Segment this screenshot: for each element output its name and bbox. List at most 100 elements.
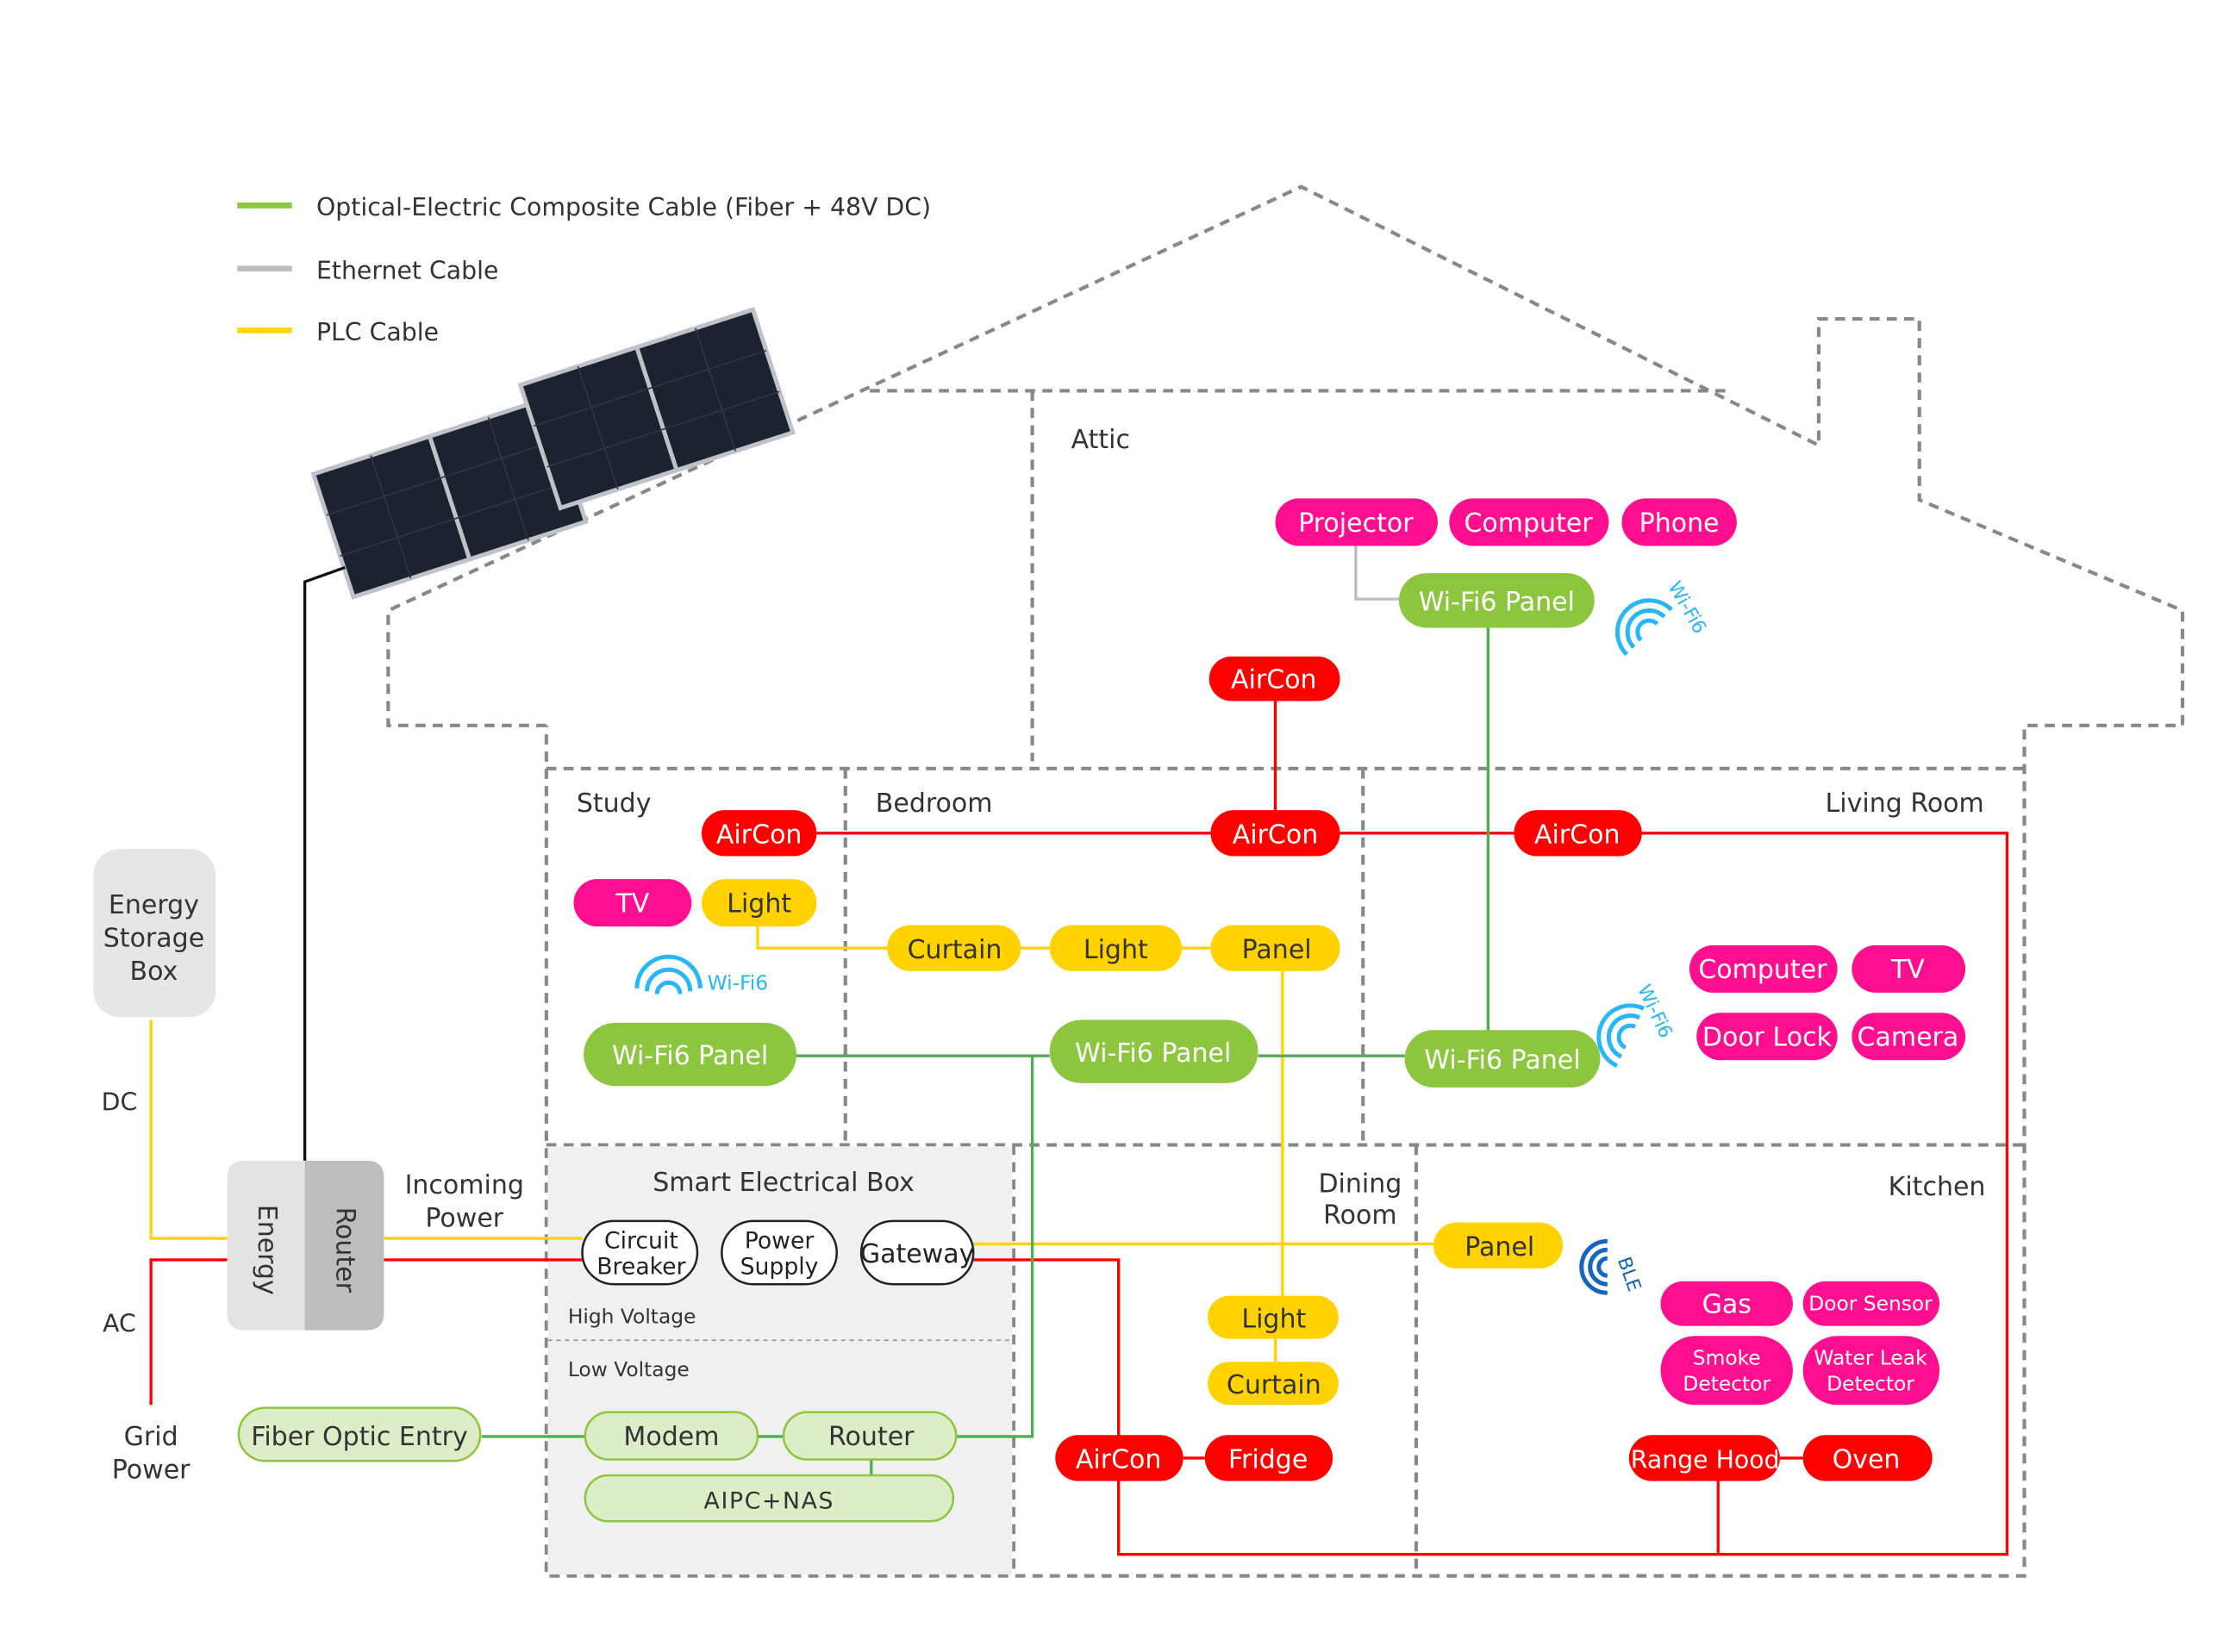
low-voltage-label: Low Voltage <box>568 1357 690 1381</box>
kitchen-oven[interactable]: Oven <box>1802 1435 1933 1481</box>
svg-text:Light: Light <box>1241 1304 1306 1334</box>
study-wifi-panel[interactable]: Wi-Fi6 Panel <box>584 1022 797 1087</box>
gateway[interactable]: Gateway <box>859 1219 975 1286</box>
attic-computer[interactable]: Computer <box>1449 498 1609 546</box>
study-aircon[interactable]: AirCon <box>701 810 817 857</box>
living-tv[interactable]: TV <box>1852 944 1966 993</box>
study-tv[interactable]: TV <box>573 879 692 927</box>
room-label-living: Living Room <box>1826 789 1984 819</box>
room-label-study: Study <box>577 789 652 819</box>
room-label-electrical-box: Smart Electrical Box <box>653 1168 915 1198</box>
svg-text:TV: TV <box>1890 955 1925 985</box>
house-outline <box>386 184 2185 1578</box>
svg-text:Curtain: Curtain <box>908 935 1002 965</box>
svg-text:AirCon: AirCon <box>716 820 802 851</box>
legend: Optical-Electric Composite Cable (Fiber … <box>237 193 931 346</box>
bluetooth-signal-icon <box>1596 1256 1608 1278</box>
study-light-plc <box>756 926 888 950</box>
living-wifi-signal <box>1596 1003 1646 1069</box>
living-door-lock[interactable]: Door Lock <box>1696 1013 1838 1061</box>
modem-label: Modem <box>623 1422 719 1452</box>
router-composite <box>956 1056 1034 1438</box>
living-wifi-panel[interactable]: Wi-Fi6 Panel <box>1404 1030 1601 1088</box>
kitchen-range-hood[interactable]: Range Hood <box>1628 1435 1780 1481</box>
kitchen-gas[interactable]: Gas <box>1660 1281 1793 1326</box>
svg-text:TV: TV <box>615 889 649 920</box>
living-aircon[interactable]: AirCon <box>1514 810 1642 857</box>
box-router[interactable]: Router <box>782 1411 958 1461</box>
attic-wifi-panel[interactable]: Wi-Fi6 Panel <box>1398 573 1595 628</box>
dining-fridge[interactable]: Fridge <box>1204 1435 1333 1481</box>
dc-cable <box>149 1019 228 1240</box>
attic-wifi-signal <box>1614 598 1673 657</box>
svg-text:Wi-Fi6 Panel: Wi-Fi6 Panel <box>612 1041 768 1071</box>
bedroom-wifi-panel[interactable]: Wi-Fi6 Panel <box>1049 1019 1258 1083</box>
living-computer[interactable]: Computer <box>1689 944 1838 993</box>
living-wifi-label: Wi-Fi6 <box>1633 982 1676 1042</box>
bedroom-aircon[interactable]: AirCon <box>1210 810 1340 857</box>
kitchen-door-sensor[interactable]: Door Sensor <box>1802 1281 1940 1326</box>
study-wifi-signal <box>634 954 703 994</box>
router-module-label: Router <box>329 1207 359 1294</box>
svg-text:Door Sensor: Door Sensor <box>1808 1291 1933 1315</box>
aipc-nas-label: AIPC+NAS <box>704 1487 835 1514</box>
room-label-bedroom: Bedroom <box>876 789 993 819</box>
svg-text:Camera: Camera <box>1858 1023 1959 1053</box>
bedroom-panel[interactable]: Panel <box>1210 925 1340 971</box>
room-label-attic: Attic <box>1071 425 1130 455</box>
svg-text:Range Hood: Range Hood <box>1631 1446 1780 1474</box>
study-wifi-label: Wi-Fi6 <box>708 971 769 995</box>
attic-projector[interactable]: Projector <box>1275 498 1438 546</box>
dining-light[interactable]: Light <box>1208 1295 1339 1339</box>
study-light[interactable]: Light <box>701 879 817 927</box>
fiber-optic-entry-label: Fiber Optic Entry <box>251 1422 467 1452</box>
svg-text:Projector: Projector <box>1298 508 1414 539</box>
svg-text:Wi-Fi6 Panel: Wi-Fi6 Panel <box>1075 1038 1231 1069</box>
svg-text:AirCon: AirCon <box>1534 820 1621 851</box>
svg-text:Computer: Computer <box>1698 955 1827 985</box>
modem[interactable]: Modem <box>584 1411 759 1461</box>
solar-cable <box>303 565 346 1161</box>
room-label-kitchen: Kitchen <box>1889 1172 1986 1202</box>
energy-module <box>227 1160 305 1331</box>
router-module <box>304 1160 384 1331</box>
bedroom-curtain[interactable]: Curtain <box>887 925 1021 971</box>
svg-text:Light: Light <box>727 889 791 920</box>
aipc-nas[interactable]: AIPC+NAS <box>584 1474 955 1523</box>
wifi-icon <box>1635 618 1659 642</box>
svg-text:Light: Light <box>1084 935 1148 965</box>
kitchen-panel[interactable]: Panel <box>1433 1222 1564 1269</box>
projector-ethernet <box>1354 545 1399 601</box>
solar-panel-right <box>517 307 796 511</box>
dc-label: DC <box>102 1088 138 1117</box>
high-voltage-label: High Voltage <box>568 1304 696 1328</box>
solar-panel-left <box>310 396 589 600</box>
living-camera[interactable]: Camera <box>1852 1013 1966 1061</box>
bedroom-light[interactable]: Light <box>1049 925 1183 971</box>
dining-aircon[interactable]: AirCon <box>1055 1435 1183 1481</box>
svg-text:Wi-Fi6 Panel: Wi-Fi6 Panel <box>1424 1045 1580 1075</box>
svg-text:AirCon: AirCon <box>1076 1445 1162 1475</box>
attic-phone[interactable]: Phone <box>1621 498 1737 546</box>
gateway-label: Gateway <box>860 1239 975 1269</box>
fiber-optic-entry[interactable]: Fiber Optic Entry <box>237 1406 482 1462</box>
dining-curtain[interactable]: Curtain <box>1208 1362 1339 1406</box>
energy-module-label: Energy <box>252 1205 282 1295</box>
svg-text:Curtain: Curtain <box>1227 1370 1321 1400</box>
solar-panel-array <box>310 307 796 600</box>
svg-text:Phone: Phone <box>1639 508 1720 539</box>
attic-aircon[interactable]: AirCon <box>1208 656 1340 701</box>
legend-label-ethernet: Ethernet Cable <box>316 256 499 284</box>
energy-router-unit[interactable]: Energy Router <box>227 1160 384 1331</box>
svg-text:AirCon: AirCon <box>1233 820 1319 851</box>
gateway-hvac-cable <box>973 1258 1719 1556</box>
legend-label-composite: Optical-Electric Composite Cable (Fiber … <box>316 193 931 221</box>
